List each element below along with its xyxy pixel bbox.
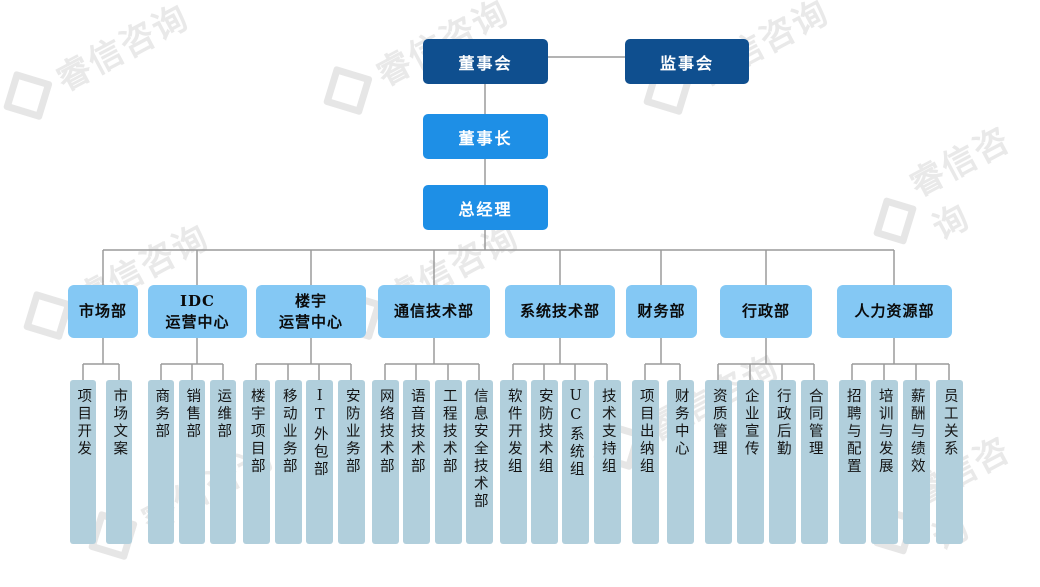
- sub-unit: 安防技术组: [531, 380, 558, 544]
- sub-unit-label: 财务中心: [672, 388, 689, 458]
- sub-unit: 项目开发: [70, 380, 96, 544]
- dept-box: IDC 运营中心: [148, 285, 247, 338]
- dept-box: 通信技术部: [378, 285, 490, 338]
- sub-unit-label: 市场文案: [111, 388, 128, 458]
- sub-unit-label: 语音技术部: [408, 388, 425, 476]
- sub-unit: 安防业务部: [338, 380, 365, 544]
- sub-unit: 商务部: [148, 380, 174, 544]
- sub-unit: 市场文案: [106, 380, 132, 544]
- sub-unit: 工程技术部: [435, 380, 462, 544]
- sub-unit-label: 资质管理: [710, 388, 727, 458]
- connector-lines: [82, 56, 950, 380]
- sub-unit-label: 销售部: [184, 388, 201, 441]
- sub-unit: 销售部: [179, 380, 205, 544]
- sub-unit-label: 信息安全技术部: [471, 388, 488, 511]
- sub-unit-label: 安防技术组: [536, 388, 553, 476]
- board-box: 董事会: [423, 39, 548, 84]
- sub-unit-label: 培训与发展: [876, 388, 893, 476]
- supervisors-box: 监事会: [625, 39, 749, 84]
- sub-unit-label: 薪酬与绩效: [908, 388, 925, 476]
- sub-unit: 资质管理: [705, 380, 732, 544]
- sub-unit: 软件开发组: [500, 380, 527, 544]
- sub-unit-label: 企业宣传: [742, 388, 759, 458]
- sub-unit-label: 工程技术部: [440, 388, 457, 476]
- sub-unit-label: 招聘与配置: [844, 388, 861, 476]
- dept-label: 系统技术部: [519, 302, 600, 320]
- sub-unit: 行政后勤: [769, 380, 796, 544]
- dept-box: 人力资源部: [837, 285, 952, 338]
- dept-box: 财务部: [626, 285, 697, 338]
- dept-label: IDC 运营中心: [165, 291, 230, 331]
- sub-unit: 语音技术部: [403, 380, 430, 544]
- dept-label: 楼宇 运营中心: [278, 291, 343, 331]
- sub-unit-label: 安防业务部: [343, 388, 360, 476]
- chairman-box: 董事长: [423, 114, 548, 159]
- dept-label: 市场部: [78, 302, 127, 320]
- dept-box: 楼宇 运营中心: [256, 285, 366, 338]
- general-manager-box: 总经理: [423, 185, 548, 230]
- sub-unit-label: 网络技术部: [377, 388, 394, 476]
- dept-label: 行政部: [741, 302, 790, 320]
- sub-unit-label: 项目出纳组: [637, 388, 654, 476]
- sub-unit-label: 运维部: [215, 388, 232, 441]
- sub-unit: 财务中心: [667, 380, 694, 544]
- sub-unit-label: 项目开发: [75, 388, 92, 458]
- sub-unit: 楼宇项目部: [243, 380, 270, 544]
- sub-unit: 移动业务部: [275, 380, 302, 544]
- dept-label: 财务部: [637, 302, 686, 320]
- sub-unit-label: 员工关系: [941, 388, 958, 458]
- dept-label: 人力资源部: [854, 302, 935, 320]
- sub-unit-label: 行政后勤: [774, 388, 791, 458]
- sub-unit-label: UC系统组: [567, 388, 584, 479]
- sub-unit-label: IT外包部: [311, 388, 328, 479]
- general-manager-label: 总经理: [458, 199, 513, 219]
- sub-unit-label: 技术支持组: [599, 388, 616, 476]
- supervisors-label: 监事会: [659, 53, 714, 73]
- sub-unit: 信息安全技术部: [466, 380, 493, 544]
- dept-box: 行政部: [720, 285, 812, 338]
- dept-box: 市场部: [68, 285, 138, 338]
- sub-unit: 培训与发展: [871, 380, 898, 544]
- sub-unit: 运维部: [210, 380, 236, 544]
- sub-unit: 员工关系: [936, 380, 963, 544]
- sub-unit: 薪酬与绩效: [903, 380, 930, 544]
- dept-box: 系统技术部: [505, 285, 615, 338]
- sub-unit-label: 软件开发组: [505, 388, 522, 476]
- sub-unit-label: 商务部: [153, 388, 170, 441]
- sub-unit: 网络技术部: [372, 380, 399, 544]
- dept-label: 通信技术部: [393, 302, 474, 320]
- sub-unit: UC系统组: [562, 380, 589, 544]
- sub-unit: 招聘与配置: [839, 380, 866, 544]
- sub-unit: 项目出纳组: [632, 380, 659, 544]
- sub-unit-label: 移动业务部: [280, 388, 297, 476]
- chairman-label: 董事长: [458, 128, 513, 148]
- sub-unit: 企业宣传: [737, 380, 764, 544]
- board-label: 董事会: [458, 53, 513, 73]
- sub-unit: 技术支持组: [594, 380, 621, 544]
- sub-unit-label: 合同管理: [806, 388, 823, 458]
- sub-unit: IT外包部: [306, 380, 333, 544]
- sub-unit: 合同管理: [801, 380, 828, 544]
- sub-unit-label: 楼宇项目部: [248, 388, 265, 476]
